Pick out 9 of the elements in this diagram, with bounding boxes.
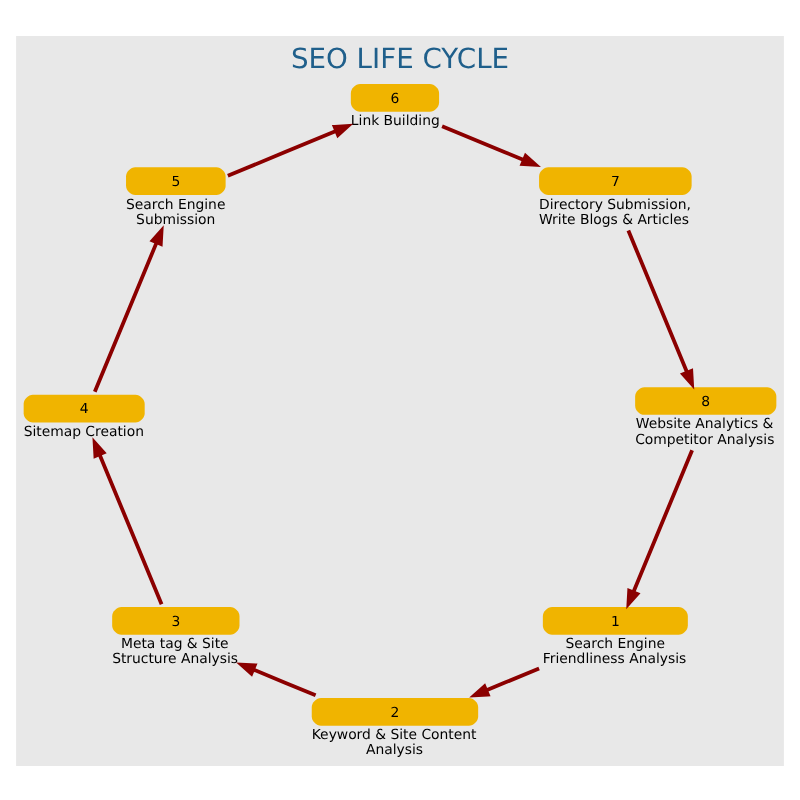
arrow [626,448,694,609]
arrow [469,665,540,697]
arrow [236,661,317,697]
diagram-title: SEO LIFE CYCLE [290,43,510,76]
arrow [227,122,354,177]
arrow [93,224,164,392]
arrow [441,123,541,167]
arrow [92,436,164,604]
arrow [626,228,695,389]
